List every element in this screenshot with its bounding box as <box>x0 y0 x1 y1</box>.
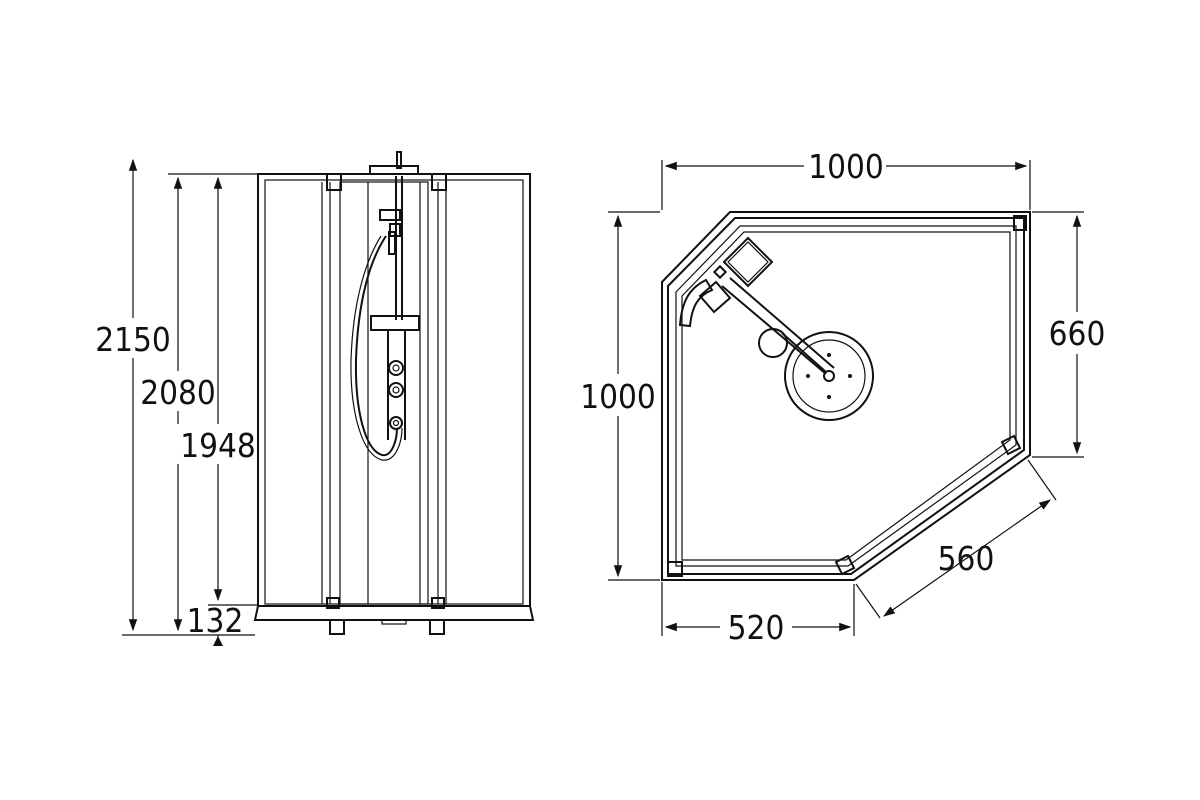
shower-column <box>350 151 420 461</box>
dimension-side: 660 <box>1046 214 1108 455</box>
front-view: 2150 2080 1948 132 <box>90 151 535 646</box>
dim-label-660: 660 <box>1049 314 1106 353</box>
dimension-frame-height: 2080 <box>136 173 262 632</box>
plan-view: 1000 1000 660 560 520 <box>578 146 1108 648</box>
cabin-outline <box>661 211 1031 581</box>
dimension-diagonal: 560 <box>883 499 1051 617</box>
dimension-total-height: 2150 <box>90 158 255 636</box>
dim-label-2080: 2080 <box>140 373 216 412</box>
dim-label-132: 132 <box>187 601 244 640</box>
shower-fittings-plan <box>678 236 874 421</box>
dim-label-2150: 2150 <box>95 320 171 359</box>
dimension-width: 1000 <box>664 146 1028 186</box>
dimension-depth: 1000 <box>578 214 660 578</box>
dimension-door-height: 1948 <box>176 176 261 606</box>
shower-tray <box>253 605 535 635</box>
dim-label-1000-width: 1000 <box>808 147 884 186</box>
dim-label-560: 560 <box>938 539 995 578</box>
dim-label-520: 520 <box>728 608 785 647</box>
dimension-tray-height: 132 <box>187 601 244 646</box>
dim-label-1948: 1948 <box>180 426 256 465</box>
dim-label-1000-depth: 1000 <box>580 377 656 416</box>
dimension-front: 520 <box>664 608 852 648</box>
